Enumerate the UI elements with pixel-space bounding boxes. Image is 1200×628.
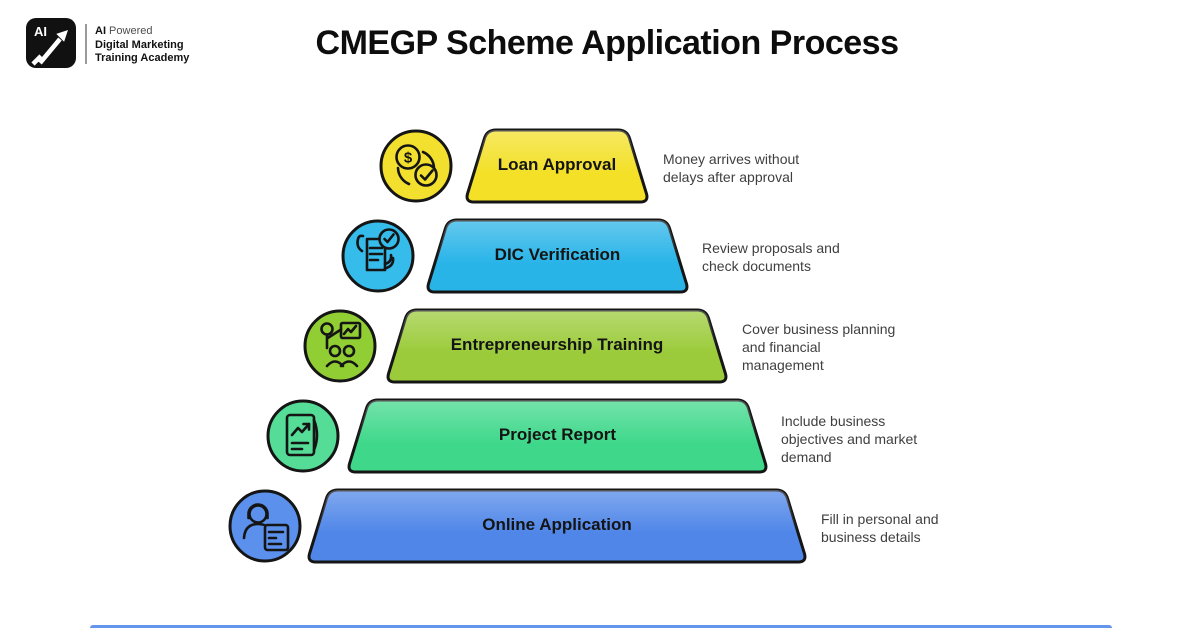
svg-text:$: $ — [404, 150, 413, 167]
step-label: Project Report — [498, 425, 617, 444]
step-entrepreneurship-training: Entrepreneurship Training — [382, 306, 732, 386]
training-presentation-icon — [302, 308, 378, 384]
person-form-icon — [227, 488, 303, 564]
logo-divider — [85, 24, 87, 64]
trapezoid-shape — [465, 128, 649, 204]
brand-line-3: Training Academy — [95, 52, 190, 64]
money-approved-icon: $ — [378, 128, 454, 204]
brand-name: AI Powered Digital Marketing Training Ac… — [95, 25, 189, 66]
brand-line-2: Digital Marketing — [95, 38, 184, 51]
step-description: Fill in personal and business details — [821, 511, 939, 545]
step-label: DIC Verification — [494, 245, 621, 264]
step-dic-verification: DIC Verification — [422, 216, 693, 296]
ai-arrow-logo-icon: AI — [26, 18, 76, 68]
trapezoid-shape — [386, 308, 728, 384]
brand-logo: AI AI Powered Digital Marketing Training… — [26, 18, 189, 68]
step-description: Cover business planning and financial ma… — [742, 321, 896, 373]
step-description: Review proposals and check documents — [702, 240, 840, 274]
step-online-application: Online Application — [303, 486, 811, 566]
step-loan-approval: Loan Approval — [461, 126, 653, 206]
page-title: CMEGP Scheme Application Process — [315, 24, 899, 62]
step-project-report: Project Report — [343, 396, 772, 476]
step-description: Money arrives without delays after appro… — [663, 151, 800, 185]
brand-line-1: AI Powered — [95, 25, 153, 37]
report-chart-icon — [265, 398, 341, 474]
trapezoid-shape — [347, 398, 768, 474]
step-description: Include business objectives and market d… — [781, 413, 918, 465]
trapezoid-shape — [426, 218, 689, 294]
step-label: Entrepreneurship Training — [450, 335, 664, 354]
step-label: Online Application — [482, 515, 632, 534]
svg-text:AI: AI — [34, 24, 47, 39]
trapezoid-shape — [307, 488, 807, 564]
document-check-icon — [340, 218, 416, 294]
footer-accent-bar — [90, 625, 1112, 628]
step-label: Loan Approval — [497, 155, 617, 174]
